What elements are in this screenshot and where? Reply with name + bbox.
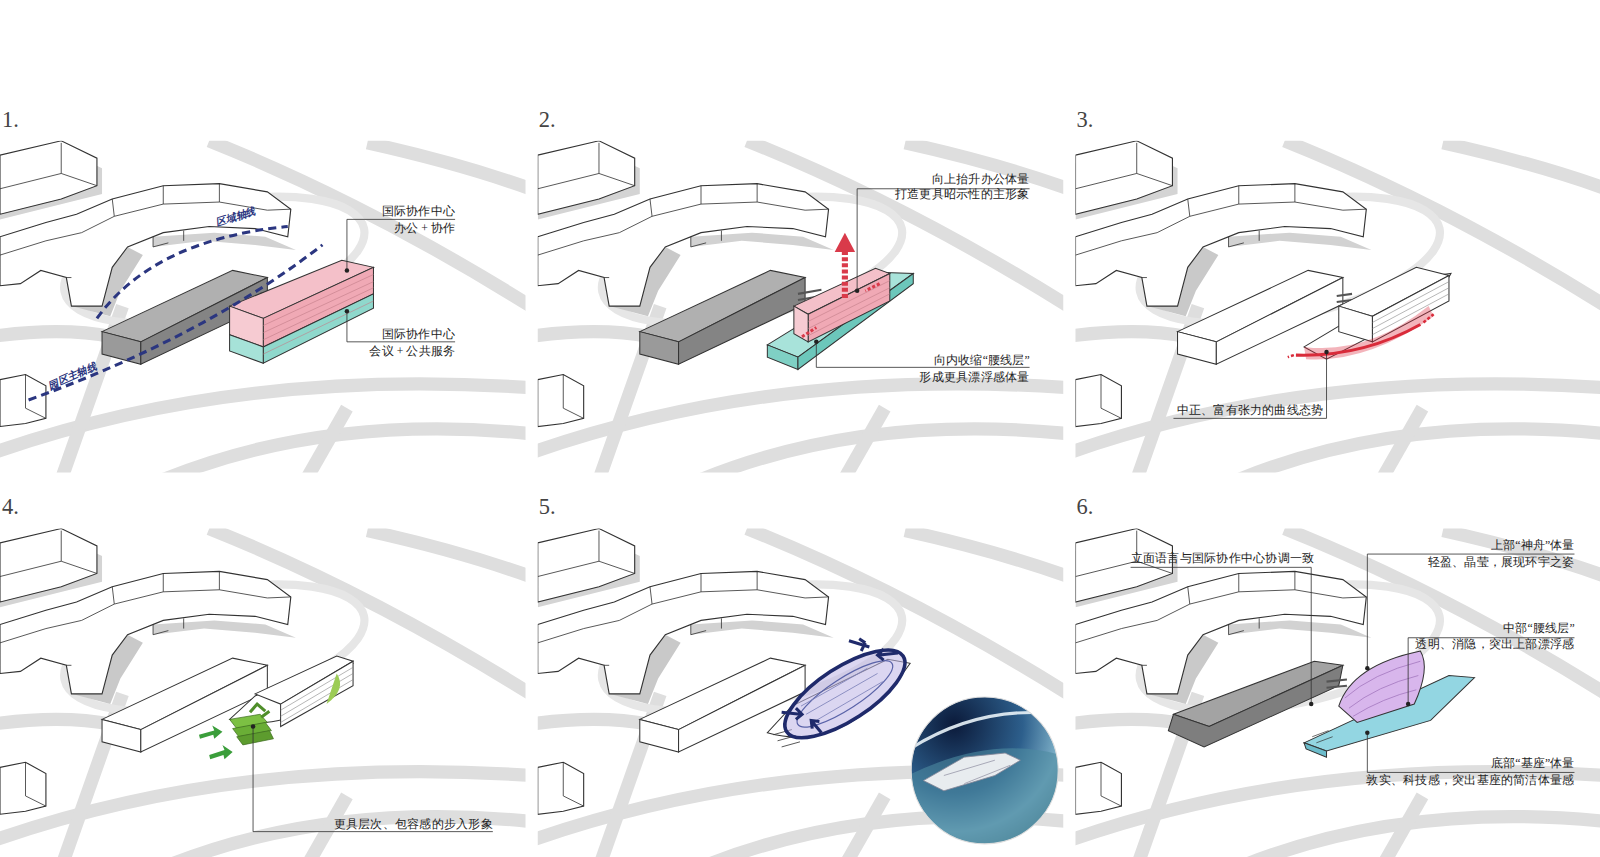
panel-number: 4.: [2, 494, 19, 521]
panel-four: [0, 529, 531, 857]
panel-number: 5.: [539, 494, 556, 521]
panel-number: 6.: [1077, 494, 1094, 521]
callout-text: 中正、富有张力的曲线态势: [1177, 403, 1324, 417]
panel-number: 2.: [539, 106, 556, 133]
panel-one: [0, 141, 531, 480]
callout-heading: 底部“基座”体量: [1491, 756, 1575, 770]
callout-body: 办公 + 协作: [394, 220, 455, 234]
panel-number: 3.: [1077, 106, 1094, 133]
callout-text: 更具层次、包容感的步入形象: [334, 816, 493, 830]
callout-heading: 中部“腰线层”: [1503, 620, 1575, 634]
callout-heading: 向内收缩“腰线层”: [934, 353, 1030, 367]
spaceship-photo: [908, 694, 1061, 847]
panel-three: [1065, 141, 1600, 480]
callout-body: 会议 + 公共服务: [369, 344, 455, 358]
callout-body: 形成更具漂浮感体量: [919, 369, 1029, 383]
callout-body: 透明、消隐，突出上部漂浮感: [1415, 637, 1574, 651]
panel-two: [528, 141, 1069, 480]
panel-six: [1065, 529, 1600, 857]
panel-five: [528, 529, 1069, 857]
callout-text: 立面语言与国际协作中心协调一致: [1131, 551, 1315, 565]
callout-heading: 向上抬升办公体量: [932, 171, 1030, 185]
callout-heading: 国际协作中心: [382, 204, 455, 218]
callout-body: 打造更具昭示性的主形象: [895, 187, 1030, 201]
callout-heading: 上部“神舟”体量: [1491, 538, 1575, 552]
panel-number: 1.: [2, 106, 19, 133]
callout-body: 轻盈、晶莹，展现环宇之姿: [1428, 555, 1575, 569]
callout-heading: 国际协作中心: [382, 327, 455, 341]
callout-body: 敦实、科技感，突出基座的简洁体量感: [1366, 772, 1574, 786]
